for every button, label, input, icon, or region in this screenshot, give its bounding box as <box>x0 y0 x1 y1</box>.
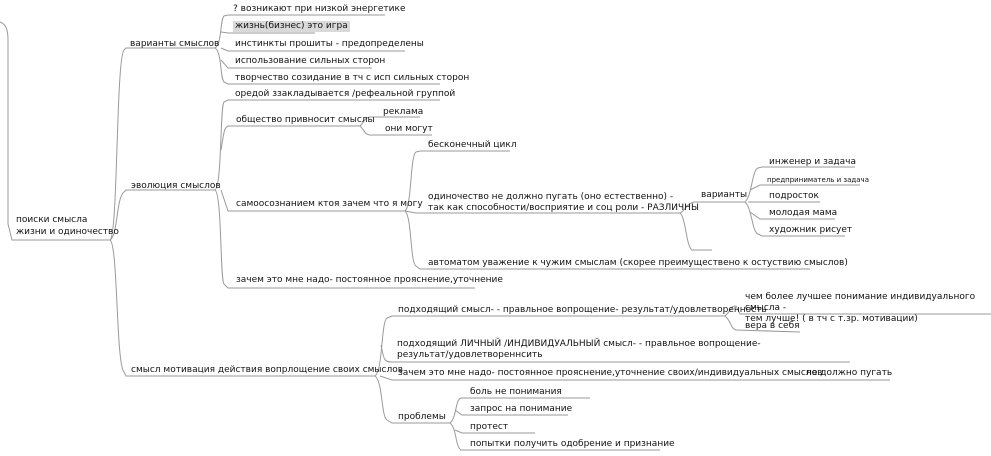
problem-item[interactable]: боль не понимания <box>470 387 562 397</box>
variant-item[interactable]: инстинкты прошиты - предопределены <box>235 39 424 49</box>
personal-node[interactable]: подходящий ЛИЧНЫЙ /ИНДИВИДУАЛЬНЫЙ смысл-… <box>397 339 761 360</box>
problem-item[interactable]: попытки получить одобрение и признание <box>470 439 675 449</box>
self-variant-item[interactable]: подросток <box>769 191 819 201</box>
problem-item[interactable]: протест <box>470 422 509 432</box>
not-scare-node[interactable]: не должно пугать <box>806 368 893 378</box>
self-variant-item[interactable]: предприниматель и задача <box>767 176 869 184</box>
fit-better-node[interactable]: чем более лучшее понимание индивидуально… <box>745 292 976 324</box>
self-variants-node[interactable]: варианты <box>701 190 748 200</box>
self-variant-item[interactable]: молодая мама <box>769 208 838 218</box>
faith-node[interactable]: вера в себя <box>745 321 800 331</box>
cycle-node[interactable]: бесконечный цикл <box>428 140 517 150</box>
evolution-why[interactable]: зачем это мне надо- постоянное прояснени… <box>236 275 503 285</box>
problems-node[interactable]: проблемы <box>398 412 446 422</box>
society-item[interactable]: реклама <box>383 107 424 117</box>
variant-item[interactable]: творчество созидание в тч с исп сильных … <box>235 73 470 83</box>
branch-variants[interactable]: варианты смыслов <box>130 39 220 49</box>
evolution-env[interactable]: оредой ззакладывается /рефеальной группо… <box>235 89 456 99</box>
self-variant-item[interactable]: художник рисует <box>769 225 853 235</box>
variant-item[interactable]: ? возникают при низкой энергетике <box>233 4 406 14</box>
problem-item[interactable]: запрос на понимание <box>470 404 573 414</box>
self-variant-item[interactable]: инженер и задача <box>769 157 856 167</box>
society-item[interactable]: они могут <box>385 124 433 134</box>
self-node[interactable]: самоосознанием ктоя зачем что я могу <box>236 199 423 209</box>
branch-evolution[interactable]: эволюция смыслов <box>131 181 221 191</box>
motivation-why[interactable]: зачем это мне надо- постоянное прояснени… <box>398 368 823 378</box>
fit-node[interactable]: подходящий смысл- - правльное вопрощение… <box>398 305 767 315</box>
society-node[interactable]: общество привносит смыслы <box>236 115 375 125</box>
respect-node[interactable]: автоматом уважение к чужим смыслам (скор… <box>428 258 848 268</box>
loneliness-node[interactable]: одиночество не должно пугать (оно естест… <box>428 192 699 213</box>
variant-item[interactable]: использование сильных сторон <box>235 56 386 66</box>
root-node[interactable]: поиски смысла жизни и одиночество <box>16 215 119 237</box>
branch-motivation[interactable]: смысл мотивация действия вопрлощение сво… <box>131 365 404 375</box>
variant-item-selected[interactable]: жизнь(бизнес) это игра <box>233 21 350 32</box>
